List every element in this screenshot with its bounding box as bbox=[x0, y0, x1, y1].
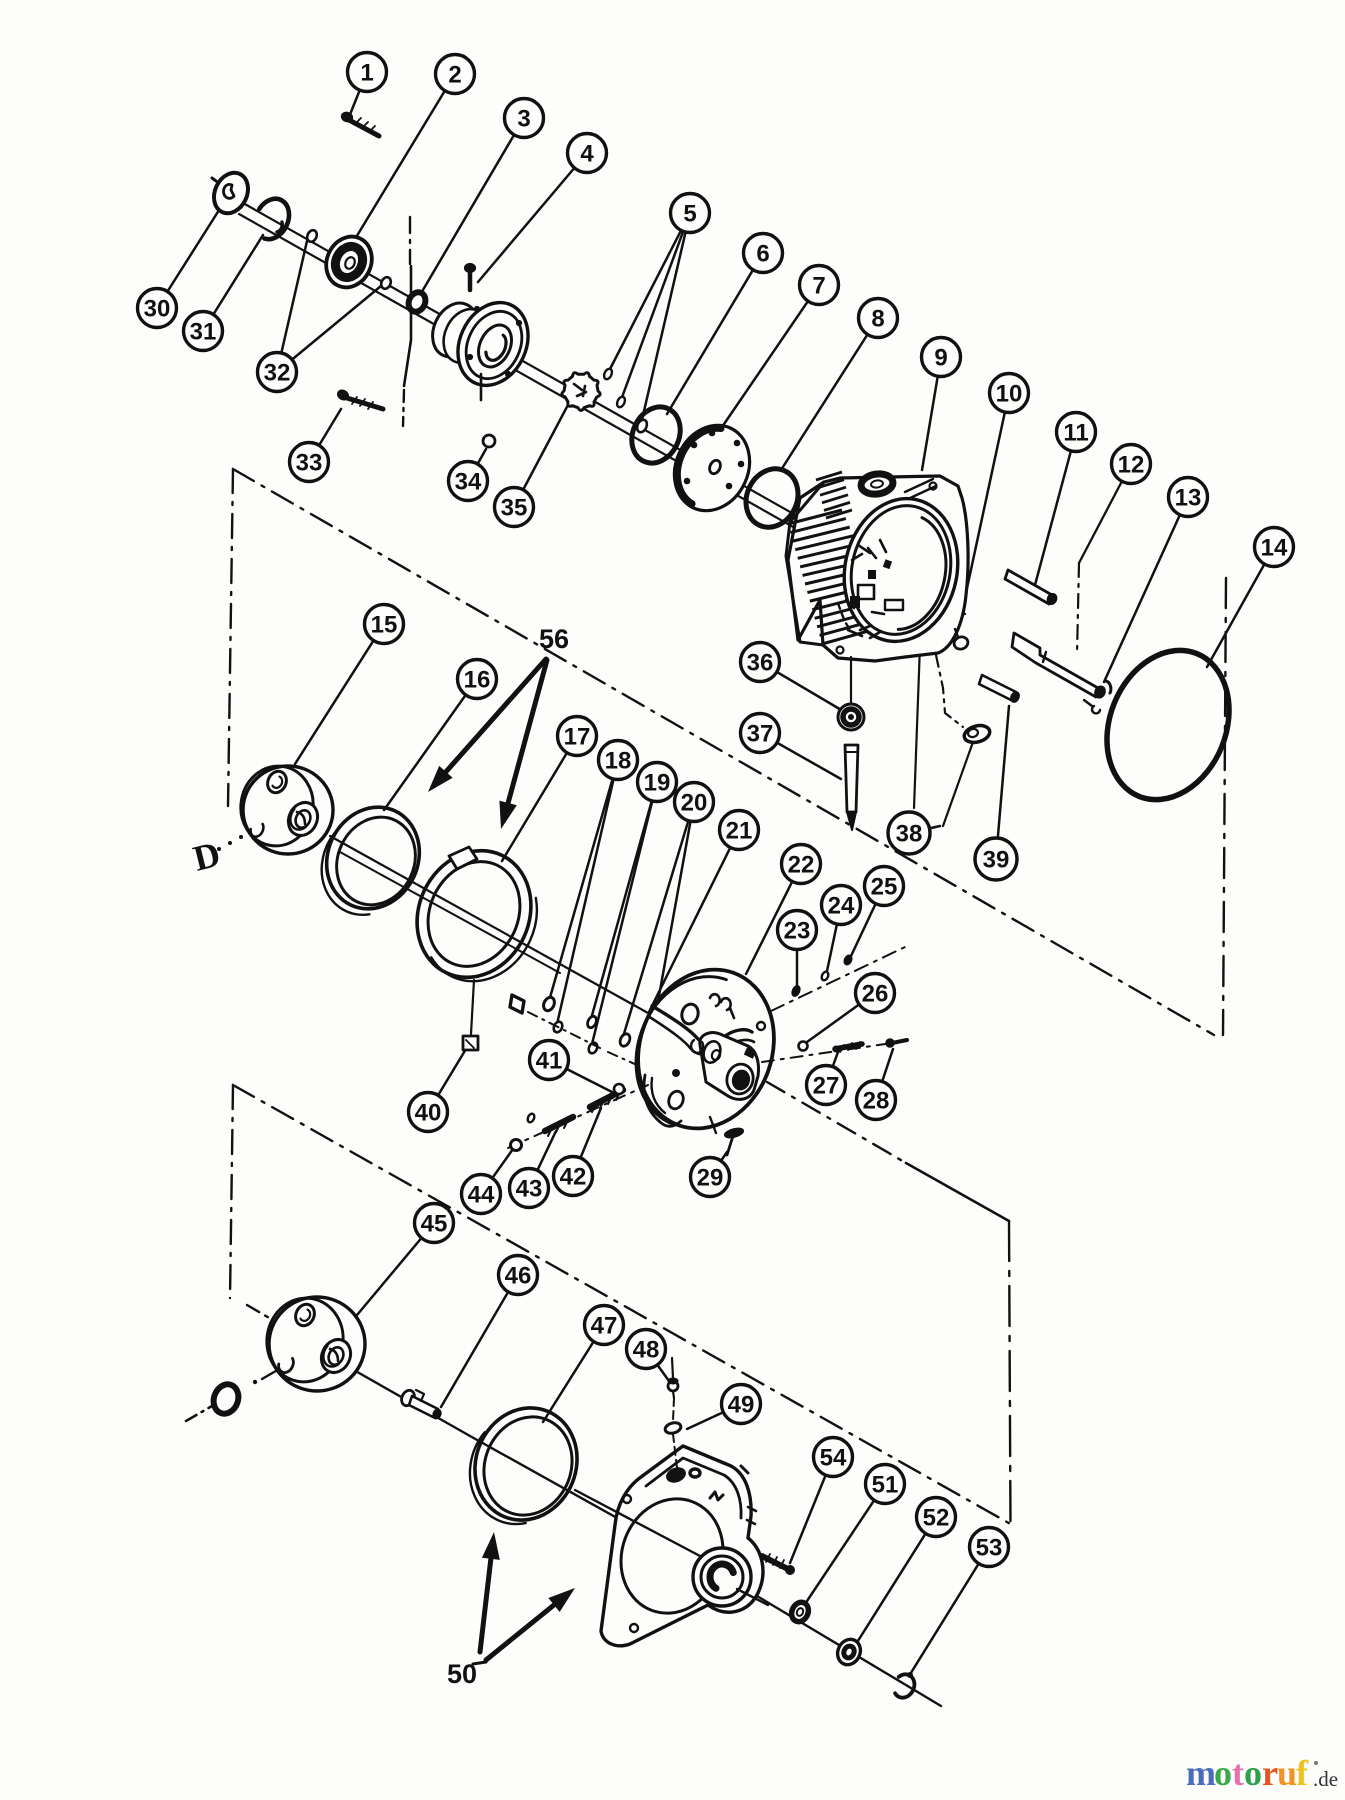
svg-text:23: 23 bbox=[784, 918, 811, 945]
svg-text:22: 22 bbox=[788, 852, 815, 879]
svg-text:o: o bbox=[1244, 1753, 1262, 1793]
svg-text:15: 15 bbox=[371, 612, 398, 639]
svg-text:10: 10 bbox=[996, 381, 1023, 408]
svg-text:8: 8 bbox=[871, 306, 884, 333]
svg-text:39: 39 bbox=[983, 847, 1010, 874]
svg-text:9: 9 bbox=[934, 345, 947, 372]
svg-text:32: 32 bbox=[264, 360, 291, 387]
svg-text:42: 42 bbox=[560, 1164, 587, 1191]
svg-text:54: 54 bbox=[820, 1445, 847, 1472]
svg-text:t: t bbox=[1232, 1753, 1244, 1793]
svg-text:46: 46 bbox=[505, 1263, 532, 1290]
svg-text:41: 41 bbox=[536, 1048, 563, 1075]
svg-text:17: 17 bbox=[564, 724, 591, 751]
svg-text:12: 12 bbox=[1118, 452, 1145, 479]
svg-text:3: 3 bbox=[517, 106, 530, 133]
svg-text:.de: .de bbox=[1313, 1767, 1338, 1791]
svg-text:53: 53 bbox=[976, 1535, 1003, 1562]
svg-text:48: 48 bbox=[633, 1337, 660, 1364]
svg-text:29: 29 bbox=[697, 1165, 724, 1192]
svg-text:18: 18 bbox=[605, 748, 632, 775]
svg-text:5: 5 bbox=[683, 201, 696, 228]
svg-text:6: 6 bbox=[756, 241, 769, 268]
svg-text:16: 16 bbox=[464, 667, 491, 694]
svg-text:27: 27 bbox=[813, 1073, 840, 1100]
svg-text:52: 52 bbox=[923, 1505, 950, 1532]
svg-text:37: 37 bbox=[747, 721, 774, 748]
svg-text:f: f bbox=[1296, 1753, 1309, 1793]
svg-text:26: 26 bbox=[862, 981, 889, 1008]
svg-text:11: 11 bbox=[1063, 420, 1088, 447]
svg-text:38: 38 bbox=[896, 821, 923, 848]
svg-text:o: o bbox=[1214, 1753, 1232, 1793]
svg-text:19: 19 bbox=[644, 770, 671, 797]
svg-text:43: 43 bbox=[516, 1176, 543, 1203]
svg-text:45: 45 bbox=[421, 1211, 448, 1238]
svg-text:31: 31 bbox=[190, 319, 217, 346]
svg-text:7: 7 bbox=[812, 273, 825, 300]
svg-text:20: 20 bbox=[681, 790, 708, 817]
svg-text:4: 4 bbox=[580, 141, 594, 168]
svg-text:14: 14 bbox=[1261, 535, 1288, 562]
svg-text:2: 2 bbox=[448, 62, 461, 89]
svg-text:34: 34 bbox=[455, 469, 482, 496]
svg-text:28: 28 bbox=[863, 1088, 890, 1115]
svg-text:13: 13 bbox=[1175, 485, 1202, 512]
svg-text:33: 33 bbox=[296, 450, 323, 477]
svg-text:r: r bbox=[1262, 1753, 1278, 1793]
svg-text:44: 44 bbox=[468, 1182, 495, 1209]
svg-text:49: 49 bbox=[728, 1392, 755, 1419]
svg-text:51: 51 bbox=[872, 1472, 899, 1499]
svg-text:u: u bbox=[1277, 1753, 1297, 1793]
svg-text:56: 56 bbox=[539, 624, 569, 654]
svg-text:m: m bbox=[1186, 1753, 1216, 1793]
svg-text:36: 36 bbox=[747, 650, 774, 677]
svg-text:21: 21 bbox=[726, 818, 753, 845]
svg-text:47: 47 bbox=[591, 1313, 618, 1340]
svg-text:1: 1 bbox=[360, 60, 373, 87]
svg-text:35: 35 bbox=[501, 495, 528, 522]
svg-text:40: 40 bbox=[415, 1100, 442, 1127]
svg-text:30: 30 bbox=[144, 296, 171, 323]
svg-text:24: 24 bbox=[828, 893, 855, 920]
svg-text:25: 25 bbox=[871, 874, 898, 901]
